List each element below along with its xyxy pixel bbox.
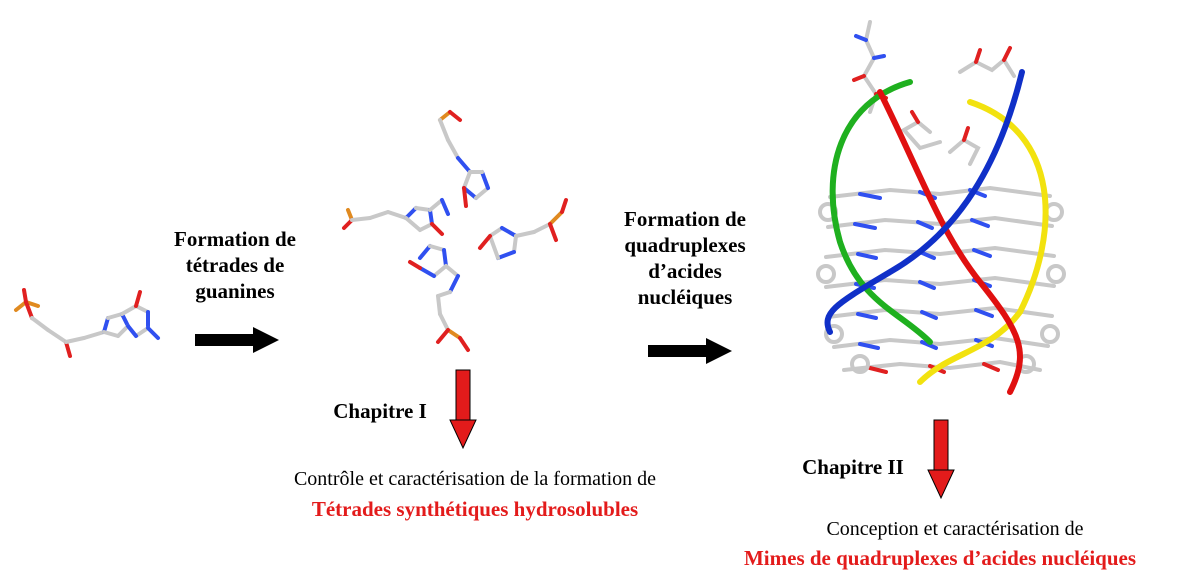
strand-yellow [917,99,1049,385]
g-quadruplex-structure [816,20,1066,395]
step-2-label-line-4: nucléiques [637,285,733,309]
guanine-nucleotide-molecule [14,288,160,358]
step-2-label-line-3: d’acides [648,259,722,283]
red-arrow-chapter-1 [449,369,477,450]
strand-red [877,89,1023,395]
step-2-label-line-1: Formation de [624,207,746,231]
chapter-1-highlight: Tétrades synthétiques hydrosolubles [311,497,639,521]
step-1-label-line-3: guanines [195,279,275,303]
step-2-label-line-2: quadruplexes [624,233,746,257]
red-arrow-chapter-2 [927,419,955,500]
chapter-2-highlight: Mimes de quadruplexes d’acides nucléique… [743,546,1137,570]
guanine-tetrad-molecule [342,110,568,352]
chapter-2-description: Conception et caractérisation de [826,518,1084,540]
black-arrow-step-1 [195,327,279,353]
chapter-2-title: Chapitre II [802,455,904,479]
tetrad-layers [816,20,1066,374]
chapter-1-description: Contrôle et caractérisation de la format… [293,468,657,490]
strand-green [829,79,933,345]
step-1-label: Formation de tétrades de guanines [150,226,320,304]
black-arrow-step-2 [648,338,732,364]
step-2-label: Formation de quadruplexes d’acides nuclé… [600,206,770,310]
step-1-label-line-2: tétrades de [185,253,285,277]
strand-blue [824,69,1025,335]
step-1-label-line-1: Formation de [174,227,296,251]
chapter-1-title: Chapitre I [333,399,427,423]
